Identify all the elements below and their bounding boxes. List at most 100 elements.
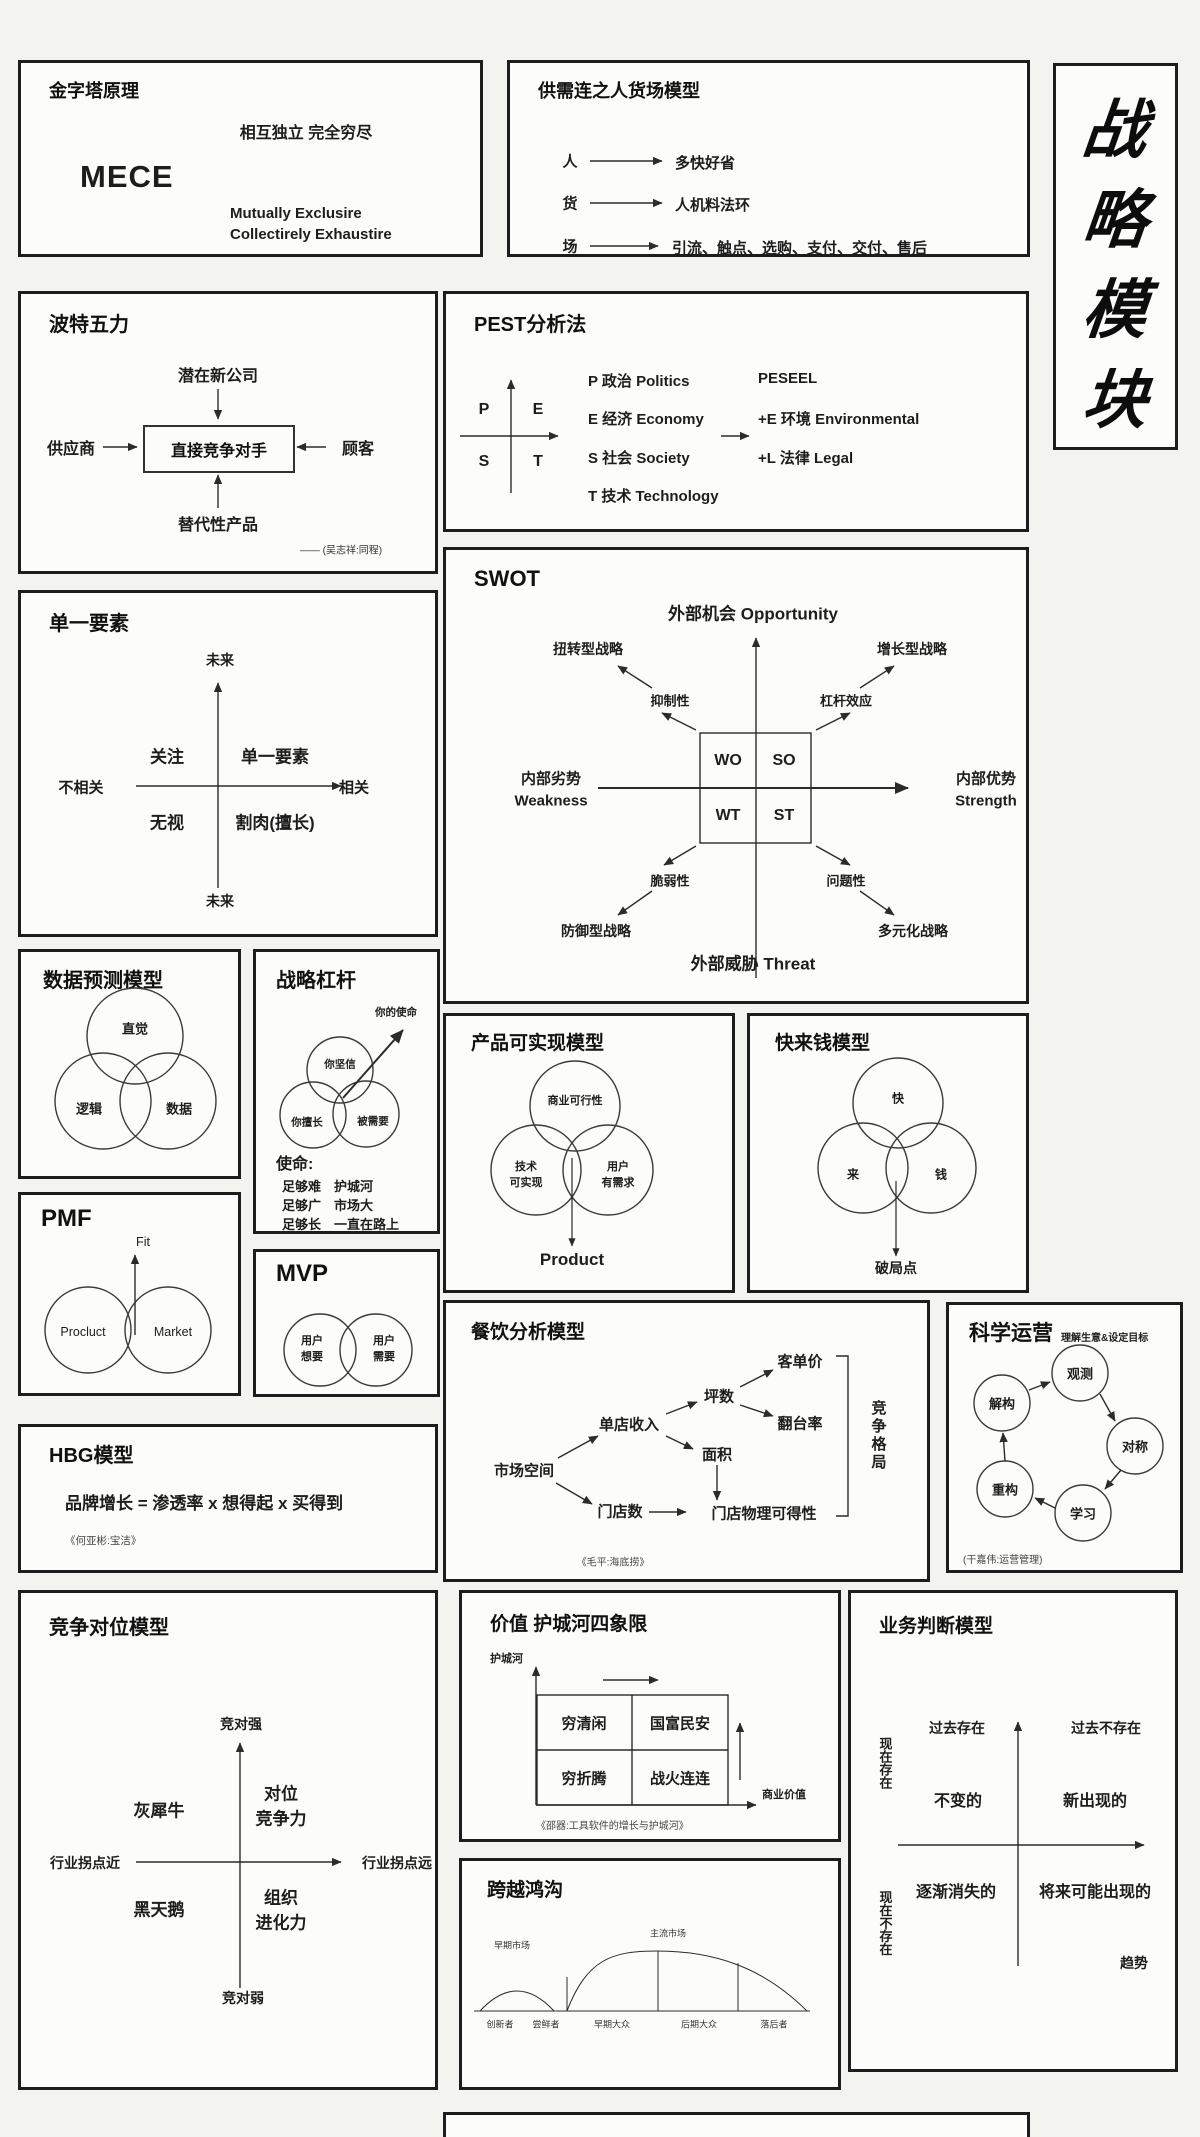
swot-cell-wo: WO	[714, 752, 742, 769]
versus-axis-bottom: 竞对弱	[222, 1990, 264, 2006]
pest-axes-diagram	[460, 379, 750, 493]
restaurant-analysis-box: 餐饮分析模型 市场空间 单店收入 门店数 坪数 面积 客单价 翻台率 门店物理可…	[443, 1300, 930, 1582]
hbg-source: 《何亚彬:宝洁》	[65, 1535, 142, 1547]
restaurant-bracket-label: 竞争格局	[869, 1400, 887, 1472]
porter-right-force: 顾客	[341, 441, 375, 458]
banner-char: 略	[1079, 184, 1151, 256]
versus-quadrant-tr: 对位竞争力	[255, 1784, 307, 1828]
swot-title: SWOT	[474, 566, 540, 591]
scientific-operations-box: 科学运营 理解生意&设定目标 解构 观测 对称 学习 重构 (干嘉伟:运营管理)	[946, 1302, 1183, 1573]
moat-x-label: 商业价值	[762, 1789, 806, 1801]
swot-opportunity-label: 外部机会 Opportunity	[668, 604, 838, 624]
judge-quadrant-bl: 逐渐消失的	[915, 1884, 997, 1901]
porter-center-label: 直接竞争对手	[170, 443, 267, 460]
moat-cell: 战火连连	[649, 1770, 711, 1788]
pmf-box: PMF Fit Procluct Market	[18, 1192, 241, 1396]
banner-char: 模	[1079, 274, 1151, 346]
mvp-box: MVP 用户想要 用户需要	[253, 1249, 440, 1397]
pyramid-title: 金字塔原理	[49, 81, 139, 101]
product-title: 产品可实现模型	[471, 1033, 605, 1054]
versus-quadrant-bl: 黑天鹅	[133, 1900, 185, 1920]
supply-row-key: 人	[562, 153, 578, 171]
money-title: 快来钱模型	[775, 1033, 871, 1054]
single-quadrant-tl: 关注	[150, 747, 184, 767]
swot-cell-st: ST	[773, 807, 795, 824]
swot-cell-wt: WT	[715, 807, 741, 824]
judge-quadrant-tl: 不变的	[933, 1793, 983, 1810]
supply-arrows-diagram	[590, 156, 663, 251]
judge-top-left-label: 过去存在	[929, 1720, 985, 1736]
product-br-label: 用户有需求	[601, 1161, 635, 1189]
mvp-title: MVP	[276, 1260, 329, 1287]
chasm-segment-label: 后期大众	[680, 2019, 718, 2030]
porter-bottom-force: 替代性产品	[177, 517, 259, 534]
supply-title: 供需连之人货场模型	[538, 81, 700, 101]
swot-st-strategy: 多元化战略	[878, 923, 948, 939]
pest-extra-item: +E 环境 Environmental	[758, 411, 920, 428]
predict-venn-diagram	[54, 987, 217, 1150]
versus-title: 竞争对位模型	[49, 1617, 169, 1639]
product-top-label: 商业可行性	[547, 1095, 603, 1107]
judge-left-top-label: 现在存在	[877, 1737, 893, 1789]
single-factor-box: 单一要素 未来 未来 不相关 相关 关注 单一要素 无视 割肉(擅长)	[18, 590, 438, 937]
pmf-venn-diagram	[44, 1254, 212, 1374]
pyramid-principle-box: 金字塔原理 相互独立 完全穷尽 MECE Mutually Exclusire …	[18, 60, 483, 257]
single-quadrant-br: 割肉(擅长)	[235, 813, 315, 833]
lever-br-label: 被需要	[357, 1115, 389, 1128]
banner-char: 块	[1079, 364, 1151, 436]
supply-row-value: 引流、触点、选购、支付、交付、售后	[672, 240, 928, 257]
lever-mission-title: 使命:	[276, 1156, 314, 1173]
money-br-label: 钱	[934, 1167, 948, 1182]
pyramid-subtitle: 相互独立 完全穷尽	[239, 125, 373, 142]
lever-title: 战略杠杆	[276, 970, 356, 992]
restaurant-node-area: 面积	[701, 1446, 733, 1464]
judge-title: 业务判断模型	[879, 1616, 994, 1637]
ops-source: (干嘉伟:运营管理)	[963, 1555, 1043, 1566]
pest-quadrant-p: P	[478, 401, 490, 418]
money-bl-label: 来	[846, 1167, 860, 1182]
chasm-segment-label: 早期大众	[593, 2019, 631, 2030]
porter-arrows-diagram	[103, 389, 326, 508]
pest-item: E 经济 Economy	[588, 411, 704, 428]
single-axis-bottom: 未来	[206, 893, 234, 909]
quick-money-box: 快来钱模型 快 来 钱 破局点	[747, 1013, 1029, 1293]
moat-source: 《邵器:工具软件的增长与护城河》	[536, 1821, 689, 1832]
mvp-left-label: 用户想要	[301, 1335, 323, 1363]
strategy-lever-box: 战略杠杆 你的使命 你坚信 你擅长 被需要 使命: 足够难 护城河 足够广 市场…	[253, 949, 440, 1234]
predict-br-label: 数据	[165, 1101, 193, 1117]
lever-line-key: 足够长	[282, 1217, 322, 1232]
moat-cell: 国富民安	[649, 1715, 711, 1733]
swot-wt-strategy: 防御型战略	[561, 923, 631, 939]
swot-axes-diagram	[598, 637, 909, 978]
strategy-banner-box: 战 略 模 块	[1053, 63, 1178, 450]
single-axes-diagram	[136, 682, 342, 888]
chasm-mainstream-label: 主流市场	[649, 1928, 687, 1939]
lever-arrow-label: 你的使命	[375, 1006, 417, 1019]
chasm-segment-label: 落后者	[760, 2019, 788, 2030]
pest-item: T 技术 Technology	[588, 488, 719, 505]
product-bl-label: 技术可实现	[509, 1161, 543, 1189]
pest-title: PEST分析法	[474, 314, 587, 336]
product-result-label: Product	[539, 1250, 605, 1269]
pest-quadrant-t: T	[533, 453, 543, 470]
people-goods-place-box: 供需连之人货场模型 人 多快好省 货 人机料法环 场 引流、触点、选购、支付、交…	[507, 60, 1030, 257]
moat-axes-diagram	[531, 1666, 757, 1810]
restaurant-source: 《毛平:海底捞》	[576, 1557, 650, 1569]
supply-row-value: 人机料法环	[675, 197, 751, 214]
pest-quadrant-s: S	[478, 453, 490, 470]
porter-center-node: 直接竞争对手	[143, 425, 295, 473]
pest-item: P 政治 Politics	[588, 373, 690, 390]
chasm-segment-label: 尝鲜者	[532, 2019, 560, 2030]
swot-wo-trait: 抑制性	[650, 693, 690, 709]
restaurant-node-store-count: 门店数	[597, 1503, 643, 1521]
porter-title: 波特五力	[49, 314, 129, 336]
lever-line-value: 护城河	[334, 1179, 374, 1194]
pmf-left-label: Procluct	[60, 1325, 106, 1339]
swot-so-strategy: 增长型战略	[877, 641, 947, 657]
swot-wo-strategy: 扭转型战略	[553, 641, 623, 657]
restaurant-node-ping: 坪数	[703, 1388, 735, 1406]
